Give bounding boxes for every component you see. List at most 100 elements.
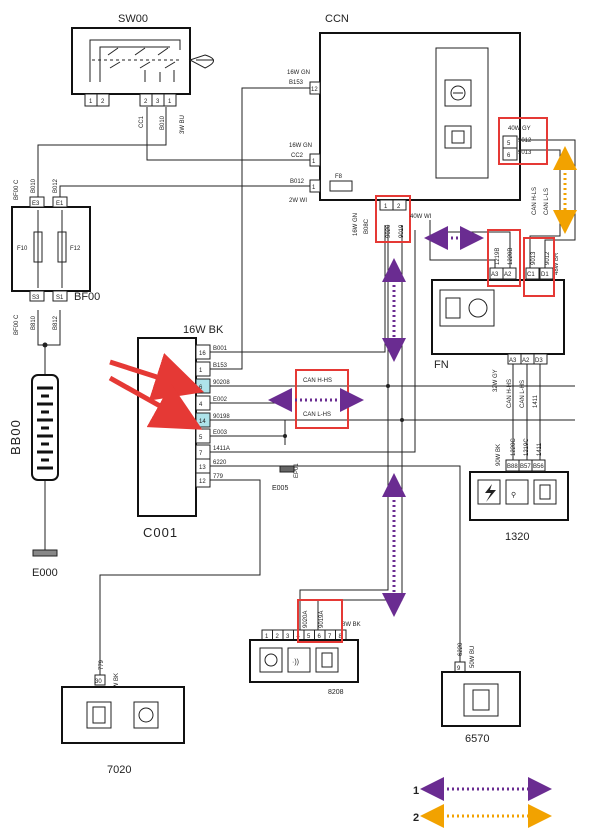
fn-top-code: 9012 <box>545 251 551 265</box>
svg-text:B010: B010 <box>31 178 37 193</box>
red-arrow-icon <box>109 353 205 401</box>
c001-pin-code: B001 <box>213 346 228 352</box>
svg-text:S1: S1 <box>56 295 64 301</box>
n6570-component: 9 6220 50W BU 6570 <box>441 642 521 745</box>
bb00-label: BB00 <box>8 419 23 455</box>
c001-pin-code: 6220 <box>213 460 227 466</box>
svg-text:38W BK: 38W BK <box>114 673 120 695</box>
svg-text:779: 779 <box>99 659 105 670</box>
svg-text:5: 5 <box>507 141 511 147</box>
svg-text:1: 1 <box>89 99 93 105</box>
fn-label: FN <box>434 359 449 371</box>
ccn-label: CCN <box>325 13 349 25</box>
sw00-label: SW00 <box>118 13 148 25</box>
fn-bottom-wire-label: 1411 <box>533 394 539 408</box>
fn-top-pin-label: C1 <box>527 272 535 278</box>
n8208-pin-label: 1 <box>265 634 269 640</box>
svg-text:B012: B012 <box>290 179 305 185</box>
svg-text:3W BU: 3W BU <box>180 115 186 134</box>
bf00-label: BF00 <box>74 291 100 303</box>
e005-component: EP01 E005 <box>272 463 300 492</box>
svg-text:1: 1 <box>312 185 316 191</box>
bb00-component: BB00 E000 <box>8 374 59 579</box>
fn-top-code: 1220B <box>508 248 514 265</box>
n7020-component: 30 779 38W BK 7020 <box>61 659 185 776</box>
svg-text:EP01: EP01 <box>294 463 300 478</box>
bf00-component: E3 E1 BF00 C B010 B012 F10 F12 S3 S1 BF0… <box>11 178 100 335</box>
svg-text:E1: E1 <box>56 201 64 207</box>
n1320-pin-label: B56 <box>533 464 544 470</box>
svg-text:50W BU: 50W BU <box>470 646 476 668</box>
svg-text:16W GN: 16W GN <box>287 70 310 76</box>
c001-pin-code: E003 <box>213 430 228 436</box>
c001-header: 16W BK <box>183 324 224 336</box>
n8208-pin-label: 2 <box>276 634 280 640</box>
legend-label-2: 2 <box>413 812 419 824</box>
svg-text:B810: B810 <box>31 315 37 330</box>
c001-pin-code: B153 <box>213 363 228 369</box>
svg-text:40W WI: 40W WI <box>410 214 432 220</box>
svg-text:2: 2 <box>397 204 401 210</box>
fn-top-pin-label: D1 <box>541 272 549 278</box>
svg-text:CC2: CC2 <box>291 153 304 159</box>
c001-pin-code: 90198 <box>213 414 230 420</box>
e005-label: E005 <box>272 485 288 492</box>
svg-text:CAN L-HS: CAN L-HS <box>303 412 331 418</box>
svg-text:E3: E3 <box>32 201 40 207</box>
c001-pin-code: 90208 <box>213 380 230 386</box>
n8208-pin-label: 3 <box>286 634 290 640</box>
svg-text:8W BK: 8W BK <box>342 622 361 628</box>
svg-text:12: 12 <box>311 87 318 93</box>
c001-pin-cell <box>195 472 211 488</box>
annotation-arrows <box>108 146 577 617</box>
fn-top-pin-label: A2 <box>504 272 512 278</box>
svg-text:6220: 6220 <box>458 642 464 656</box>
svg-text:9012: 9012 <box>518 138 532 144</box>
svg-text:9019: 9019 <box>399 224 405 238</box>
svg-text:48W BR: 48W BR <box>554 252 560 275</box>
fn-top-code: 1219B <box>495 248 501 265</box>
svg-text:CAN L-LS: CAN L-LS <box>544 188 550 215</box>
fn-top-pin <box>502 267 517 280</box>
n6570-label: 6570 <box>465 733 489 745</box>
c001-pin-number: 12 <box>199 479 206 485</box>
c001-pin-code: E002 <box>213 397 228 403</box>
svg-text:3: 3 <box>156 99 160 105</box>
svg-text:16W GN: 16W GN <box>289 143 312 149</box>
svg-text:9: 9 <box>457 666 461 672</box>
svg-text:1: 1 <box>312 159 316 165</box>
ccn-component: CCN 12 16W GN B153 1 16W GN CC2 1 B012 2… <box>287 13 550 243</box>
svg-text:6: 6 <box>507 153 511 159</box>
svg-text:30: 30 <box>95 679 102 685</box>
c001-pin-code: 1411A <box>213 446 230 452</box>
sw00-component: SW00 1 2 2 3 1 CC1 B010 3W BU <box>71 13 214 134</box>
svg-text:B010: B010 <box>160 115 166 130</box>
svg-text:90W BK: 90W BK <box>496 444 502 466</box>
svg-text:F12: F12 <box>70 246 81 252</box>
fn-bottom-pin <box>533 353 548 365</box>
legend-label-1: 1 <box>413 785 419 797</box>
svg-text:40W GY: 40W GY <box>508 126 531 132</box>
n1320-pin-label: B57 <box>520 464 531 470</box>
c001-pin-number: 16 <box>199 351 206 357</box>
c001-pin-number: 14 <box>199 419 206 425</box>
legend: 1 2 <box>413 777 552 828</box>
n8208-pin-label: 8 <box>339 634 343 640</box>
c001-component: 16W BK 16B0011B1536902084E00214901985E00… <box>137 324 230 540</box>
fn-bottom-wire-label: CAN H-HS <box>507 379 513 408</box>
n7020-label: 7020 <box>107 764 131 776</box>
svg-text:BF00 C: BF00 C <box>14 314 20 335</box>
svg-text:2: 2 <box>144 99 148 105</box>
n1320-pin-label: B88 <box>507 464 518 470</box>
fn-bottom-pin-label: A3 <box>509 358 517 364</box>
fn-top-code: 9013 <box>531 251 537 265</box>
svg-text:B812: B812 <box>53 315 59 330</box>
fn-bottom-wire-label: CAN L-HS <box>520 380 526 408</box>
svg-text:2: 2 <box>101 99 105 105</box>
svg-text:S3: S3 <box>32 295 40 301</box>
svg-text:CC1: CC1 <box>139 115 145 128</box>
